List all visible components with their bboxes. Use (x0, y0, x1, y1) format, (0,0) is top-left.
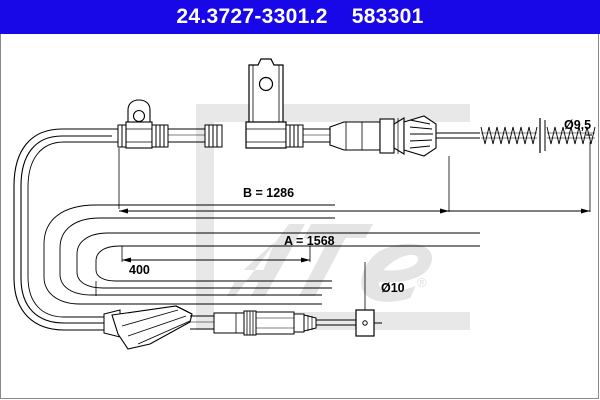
inner-rod-right (436, 132, 480, 139)
ribbed-connector-lower (243, 310, 257, 336)
header-banner: 24.3727-3301.2 583301 (0, 0, 600, 34)
return-spring-left (480, 126, 538, 145)
svg-text:®: ® (417, 275, 427, 290)
bracket-left-tab (125, 99, 153, 149)
dimension-label-b: B = 1286 (243, 186, 295, 200)
dimension-dia-9-5 (449, 142, 591, 214)
ate-watermark: ® (196, 104, 470, 330)
cable-sheath-upper-left (104, 128, 118, 143)
cable-sheath-right (303, 128, 330, 143)
dimension-label-dia-10: Ø10 (381, 281, 405, 295)
dimension-label-400: 400 (129, 263, 150, 277)
conical-housing (329, 117, 405, 155)
cable-sheath-lower-mid (190, 315, 214, 330)
ribbed-end-cap (403, 115, 437, 157)
dimension-a-1568 (121, 246, 311, 263)
reference-number-label: 583301 (351, 5, 424, 28)
upper-cable-assembly (13, 58, 596, 331)
cable-sheath-mid (168, 128, 205, 143)
sleeve-lower-1 (213, 312, 245, 334)
return-spring-right (546, 126, 596, 145)
ferrule-center-a (204, 124, 223, 148)
tapered-reducer-lower (293, 313, 317, 333)
dimension-b-1286 (118, 148, 450, 214)
inner-rod-lower (316, 319, 356, 326)
spring-separator-plate (539, 118, 546, 153)
sleeve-lower-2 (255, 311, 295, 335)
part-number-label: 24.3727-3301.2 (176, 5, 328, 28)
cable-sheath-lower-left (64, 316, 104, 331)
cable-drawing: ® (13, 58, 596, 350)
ferrule-left-b (151, 124, 169, 148)
dimension-label-dia-9-5: Ø9,5 (564, 118, 592, 132)
ferrule-center-b (285, 124, 304, 148)
dimension-label-a: A = 1568 (284, 234, 335, 248)
wing-spreader-clip (111, 305, 193, 350)
bracket-center-tall (245, 58, 287, 149)
lower-cable-assembly (64, 262, 382, 350)
